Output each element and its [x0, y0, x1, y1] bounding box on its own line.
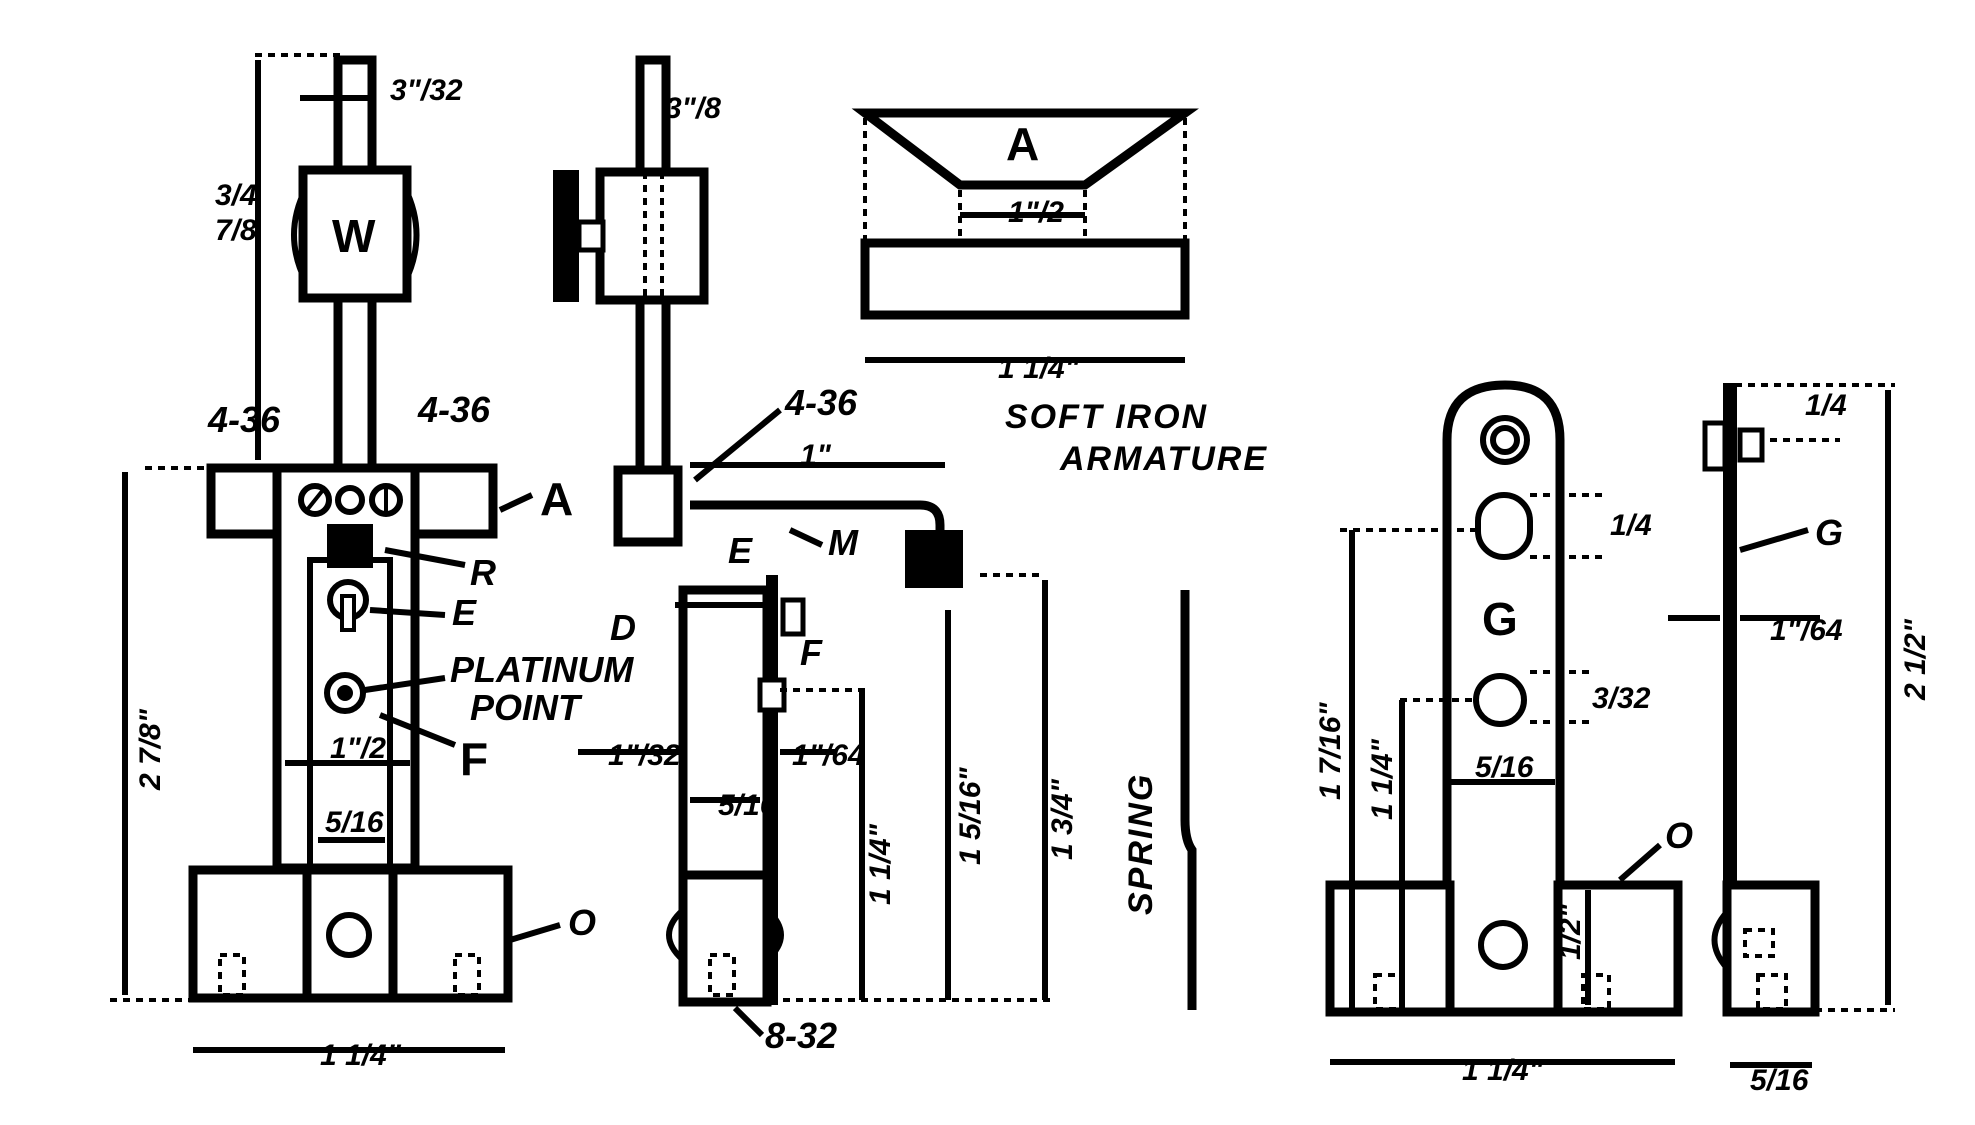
armature-view-label: A — [1006, 118, 1039, 170]
side-thickness-dim: 1"/32 — [608, 739, 681, 772]
front-height-dim: 2 7/8" — [134, 708, 167, 791]
o-g-label: O — [1665, 815, 1693, 856]
side-base-section — [678, 870, 772, 1007]
platinum-point — [324, 672, 366, 714]
base-center — [302, 865, 398, 1003]
base-width-front-dim: 1 1/4" — [320, 1039, 402, 1072]
g-bar — [1442, 380, 1565, 1017]
weight-label: W — [332, 210, 376, 262]
base-left — [188, 865, 316, 1003]
g-slot — [1475, 492, 1533, 560]
g-height-dim: 2 1/2" — [1899, 618, 1932, 701]
weight-block — [298, 165, 412, 303]
knurled-nut — [553, 170, 579, 302]
e-front-label: E — [452, 592, 477, 633]
g-h-1-dim: 1 7/16" — [1314, 702, 1347, 800]
armature-view: A 1"/2 1 1/4" SOFT IRON ARMATURE — [851, 108, 1268, 478]
o-front-label: O — [568, 902, 596, 943]
screw-label-a: 4-36 — [207, 399, 281, 440]
g-side-label: G — [1815, 512, 1843, 553]
g-base-right — [1553, 880, 1683, 1017]
g-h-2-dim: 1 1/4" — [1366, 738, 1399, 820]
g-side-base-dim: 5/16 — [1750, 1064, 1809, 1097]
screw-left — [298, 483, 332, 517]
g-side-strip — [1723, 383, 1737, 1013]
w-height-dim: 3/4 — [215, 179, 257, 212]
spring-thickness-dim: 1"/64 — [792, 739, 865, 772]
spring-view: SPRING — [1122, 590, 1197, 1010]
g-side-base — [1722, 880, 1820, 1017]
g-base-left — [1325, 880, 1455, 1017]
g-inner-dim: 1/2" — [1554, 903, 1587, 960]
h-1-3-4-dim: 1 3/4" — [1046, 778, 1079, 860]
arm-length-dim: 1" — [800, 439, 832, 472]
base-hole — [326, 912, 372, 958]
hole-dim: 3/32 — [1592, 682, 1651, 715]
armature-part-label: A — [540, 473, 573, 525]
bar-width-front-dim: 5/16 — [325, 806, 384, 839]
side-weight — [595, 167, 709, 305]
g-front-label: G — [1482, 593, 1518, 645]
armature-length-dim: 1 1/4" — [998, 352, 1080, 385]
g-thickness-dim: 1"/64 — [1770, 614, 1843, 647]
r-block — [327, 524, 373, 568]
h-1-1-4-dim: 1 1/4" — [864, 823, 897, 905]
g-side-tab — [1702, 420, 1728, 472]
m-label: M — [828, 522, 859, 563]
screw-bottom-label: 8-32 — [765, 1015, 837, 1056]
g-side-view: 1/4 G 1"/64 2 1/2" 5/16 — [1668, 383, 1932, 1097]
screw-label-c: 4-36 — [784, 382, 858, 423]
platinum-label-2: POINT — [470, 687, 583, 728]
front-view: W 3"/3 — [110, 53, 634, 1072]
inner-width-dim: 1"/2 — [330, 732, 386, 765]
side-bar-width-dim: 5/16 — [718, 789, 777, 822]
e-side-label: E — [728, 530, 753, 571]
block-width-dim: 3"/8 — [665, 92, 721, 125]
d-side-label: D — [610, 607, 636, 648]
armature-center — [860, 238, 1190, 320]
g-mid-hole — [1473, 673, 1527, 727]
spring-label: SPRING — [1122, 773, 1160, 915]
platinum-label-1: PLATINUM — [450, 649, 634, 690]
g-base-dim: 1 1/4" — [1462, 1054, 1544, 1087]
soft-iron-label-2: ARMATURE — [1059, 440, 1268, 478]
f-front-label: F — [460, 733, 488, 785]
g-bar-width-dim: 5/16 — [1475, 751, 1534, 784]
h-1-5-16-dim: 1 5/16" — [954, 767, 987, 865]
f-side-label: F — [800, 632, 823, 673]
r-label: R — [470, 552, 496, 593]
screw-label-b: 4-36 — [417, 389, 491, 430]
top-tab-dim: 1/4 — [1805, 389, 1847, 422]
side-top-block — [613, 465, 683, 547]
armature-opening-dim: 1"/2 — [1008, 196, 1064, 229]
arm-m — [690, 500, 945, 540]
soft-iron-label-1: SOFT IRON — [1005, 398, 1208, 436]
base-right — [385, 865, 513, 1003]
m-block — [905, 530, 963, 588]
spring-strip — [1180, 590, 1197, 1010]
armature-top — [851, 108, 1199, 190]
slot-dim: 1/4 — [1610, 509, 1652, 542]
g-top-ring — [1480, 415, 1530, 465]
g-front-view: G O 1 7/16" 1 1/4" 5/16 1/4 3/32 1/2" 1 … — [1314, 380, 1693, 1087]
w-top-dim: 7/8 — [215, 214, 257, 247]
side-view: 4-36 M 1" 3"/8 E D F 1"/32 1"/64 5/16 — [553, 55, 1079, 1056]
g-base-hole — [1478, 920, 1528, 970]
screw-mid — [335, 485, 365, 515]
rod-width-dim: 3"/32 — [390, 74, 463, 107]
